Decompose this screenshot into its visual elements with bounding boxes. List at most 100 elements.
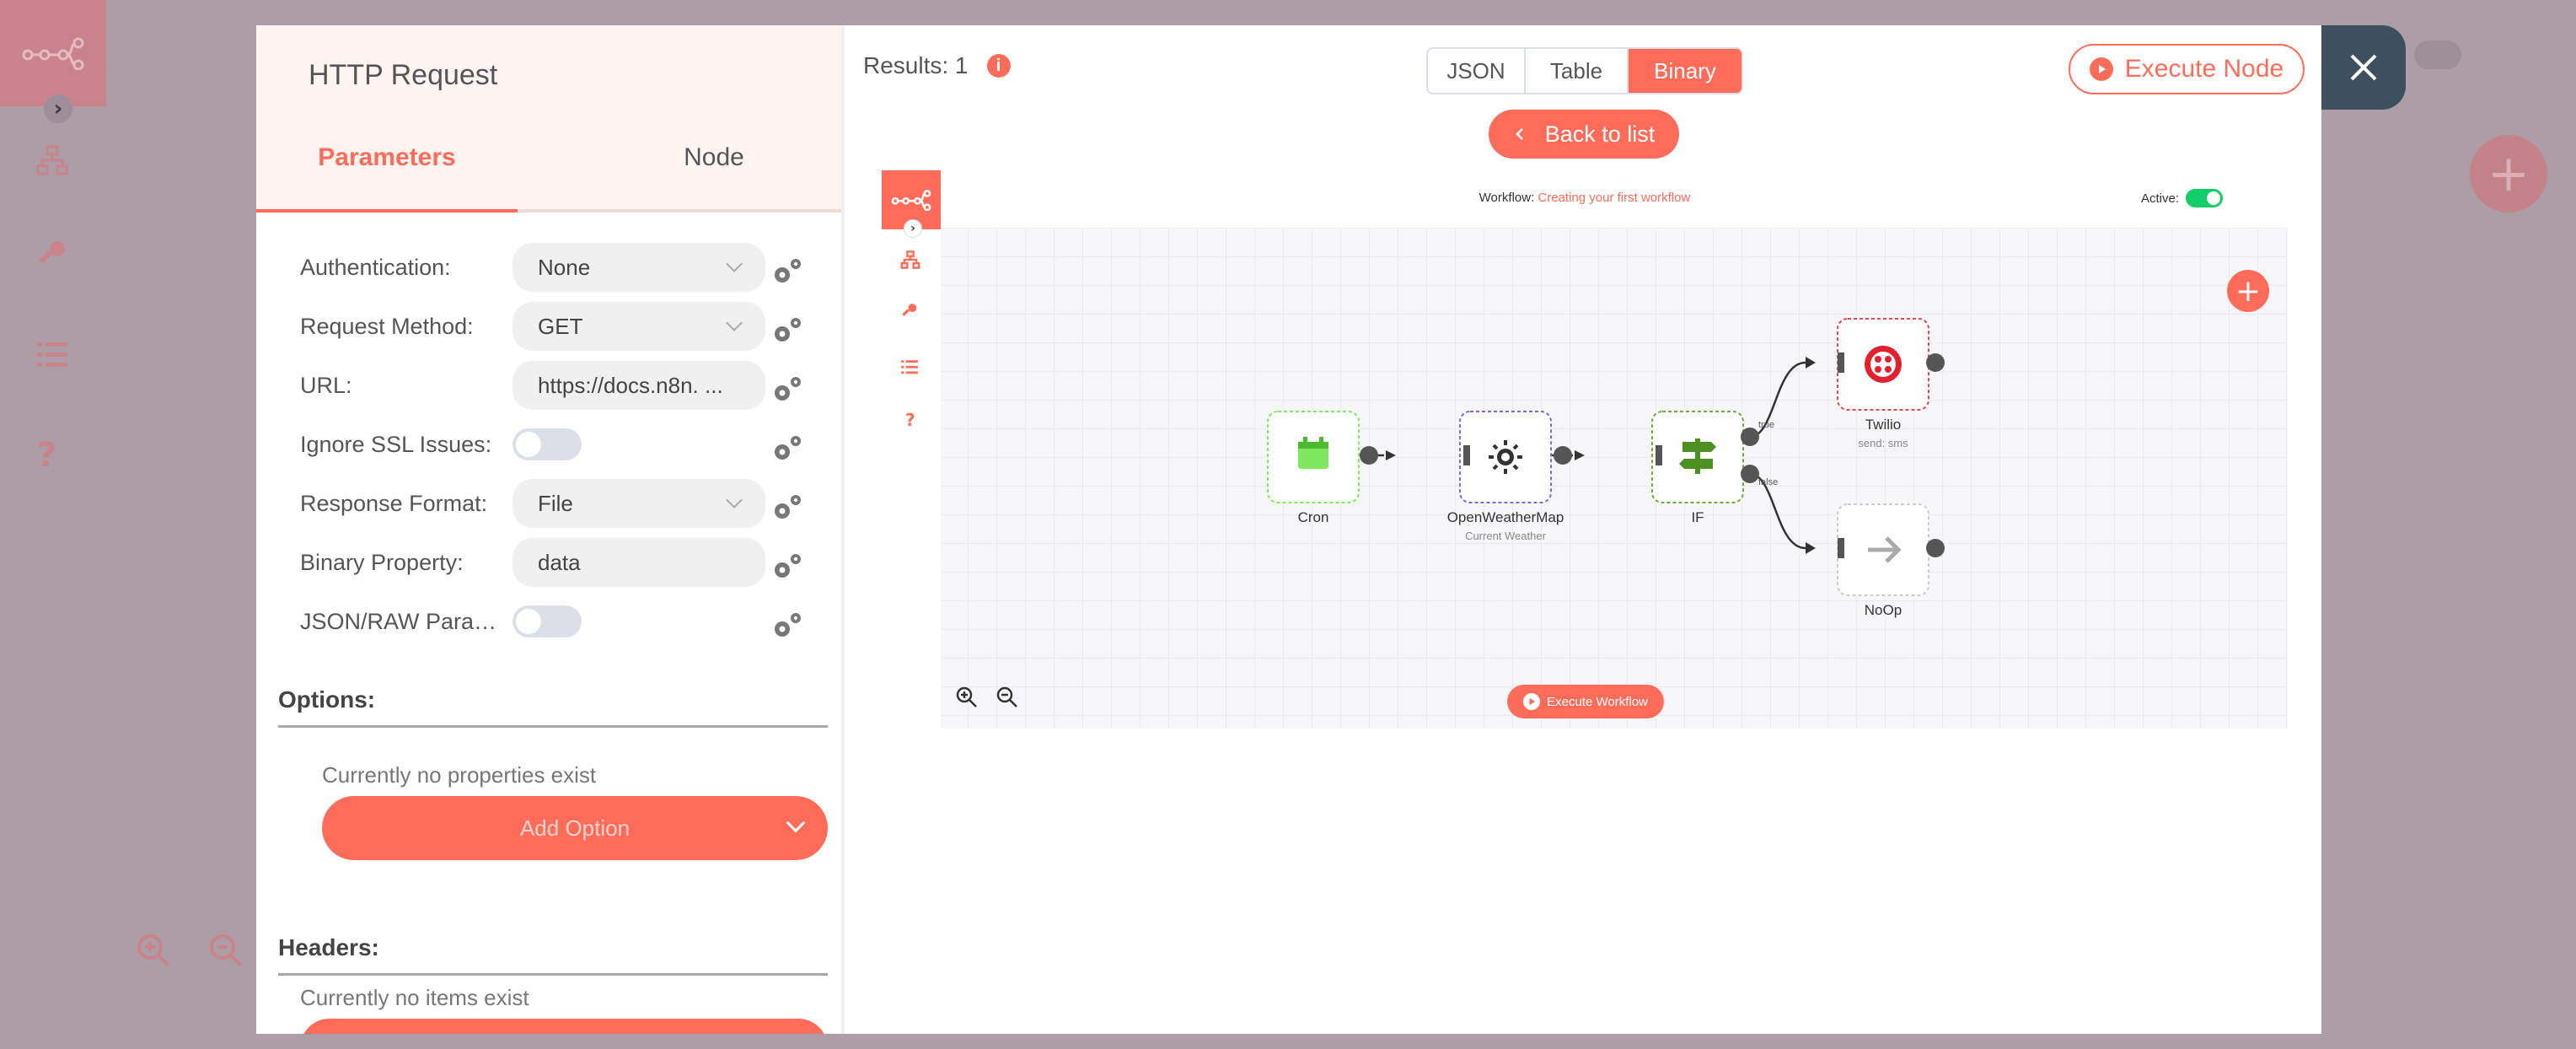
help-icon[interactable]: ? bbox=[37, 436, 57, 475]
arrow-head bbox=[1575, 450, 1585, 460]
param-request-method: Request Method: GET bbox=[300, 302, 806, 351]
n8n-logo-icon bbox=[882, 170, 941, 229]
add-option-button[interactable]: Add Option bbox=[322, 796, 828, 860]
node-label-cron: Cron bbox=[1297, 509, 1329, 525]
gear-icon[interactable] bbox=[770, 255, 804, 288]
headers-empty-text: Currently no items exist bbox=[300, 985, 529, 1010]
executions-list-icon[interactable] bbox=[35, 337, 69, 377]
options-empty-text: Currently no properties exist bbox=[322, 762, 597, 788]
preview-header bbox=[941, 170, 2288, 228]
add-header-button[interactable] bbox=[300, 1019, 828, 1034]
zoom-in-icon[interactable] bbox=[135, 932, 172, 969]
chevron-right-icon: › bbox=[904, 219, 922, 238]
edge-label-true: true bbox=[1758, 420, 1774, 430]
gear-icon[interactable] bbox=[770, 432, 804, 465]
preview-add-node-icon: + bbox=[2227, 270, 2269, 312]
app-logo-icon bbox=[0, 0, 106, 106]
request-method-select[interactable]: GET bbox=[513, 302, 765, 351]
param-label: Ignore SSL Issues: bbox=[300, 431, 492, 457]
workflow-active-toggle[interactable] bbox=[2414, 40, 2461, 69]
input-handle bbox=[1838, 538, 1844, 558]
arrow-head bbox=[1806, 357, 1816, 368]
authentication-select[interactable]: None bbox=[513, 243, 765, 292]
gear-icon[interactable] bbox=[770, 373, 804, 406]
binary-property-input[interactable]: data bbox=[513, 538, 765, 587]
close-modal-button[interactable] bbox=[2321, 25, 2406, 110]
tab-json[interactable]: JSON bbox=[1428, 49, 1526, 93]
param-label: Request Method: bbox=[300, 313, 474, 339]
gear-icon[interactable] bbox=[770, 609, 804, 643]
preview-active-toggle bbox=[2186, 189, 2224, 207]
options-divider bbox=[278, 725, 828, 728]
twilio-icon bbox=[1865, 346, 1902, 383]
param-label: URL: bbox=[300, 372, 352, 398]
execute-node-button[interactable]: Execute Node bbox=[2069, 44, 2305, 94]
credentials-key-icon[interactable] bbox=[35, 238, 69, 277]
arrow-right-icon bbox=[1868, 536, 1902, 563]
preview-sidebar bbox=[882, 170, 941, 729]
param-label: Binary Property: bbox=[300, 549, 464, 575]
workflows-icon[interactable] bbox=[35, 143, 69, 183]
param-authentication: Authentication: None bbox=[300, 243, 806, 292]
back-to-list-button[interactable]: Back to list bbox=[1489, 110, 1679, 159]
executions-list-icon bbox=[900, 358, 919, 379]
add-node-button[interactable]: + bbox=[2470, 135, 2547, 212]
input-handle bbox=[1463, 445, 1470, 465]
json-raw-toggle[interactable] bbox=[513, 605, 582, 637]
node-sub-twilio: send: sms bbox=[1858, 437, 1908, 449]
tab-active-underline bbox=[256, 209, 518, 212]
url-input[interactable]: https://docs.n8n. ... bbox=[513, 361, 765, 410]
zoom-out-icon[interactable] bbox=[207, 932, 244, 969]
node-header: HTTP Request Parameters Node bbox=[256, 25, 841, 212]
output-handle bbox=[1554, 446, 1572, 465]
node-label-noop: NoOp bbox=[1864, 602, 1902, 618]
binary-image-preview[interactable]: › ? Workflow: Creating your first workfl… bbox=[882, 170, 2288, 729]
arrow-head bbox=[1806, 542, 1816, 554]
headers-divider bbox=[278, 973, 828, 976]
chevron-down-icon bbox=[786, 813, 806, 833]
credentials-key-icon bbox=[900, 302, 919, 323]
preview-connections bbox=[1267, 318, 1945, 596]
response-format-select[interactable]: File bbox=[513, 479, 765, 528]
node-title[interactable]: HTTP Request bbox=[309, 59, 498, 91]
param-label: Authentication: bbox=[300, 254, 451, 280]
tab-node[interactable]: Node bbox=[684, 143, 744, 171]
play-icon bbox=[1523, 693, 1541, 710]
gear-icon[interactable] bbox=[770, 491, 804, 524]
tab-table[interactable]: Table bbox=[1526, 49, 1629, 93]
zoom-in-icon bbox=[956, 686, 977, 707]
gear-icon[interactable] bbox=[770, 314, 804, 347]
tab-parameters[interactable]: Parameters bbox=[318, 143, 456, 171]
info-icon[interactable]: i bbox=[986, 54, 1011, 78]
edge-label-false: false bbox=[1758, 477, 1779, 487]
sidebar-expand-icon[interactable]: › bbox=[44, 94, 72, 123]
output-handle bbox=[1360, 446, 1378, 465]
input-handle bbox=[1656, 445, 1662, 465]
arrow-head bbox=[1386, 450, 1396, 460]
node-details-modal: HTTP Request Parameters Node Authenticat… bbox=[256, 25, 2321, 1034]
tab-binary[interactable]: Binary bbox=[1629, 49, 1741, 93]
ignore-ssl-toggle[interactable] bbox=[513, 428, 582, 460]
output-handle bbox=[1926, 353, 1945, 372]
param-label: Response Format: bbox=[300, 490, 488, 516]
output-handle bbox=[1926, 539, 1945, 557]
sun-icon bbox=[1489, 440, 1522, 474]
param-label: JSON/RAW Parame... bbox=[300, 608, 513, 634]
preview-active-status: Active: bbox=[2141, 189, 2224, 207]
chevron-left-icon bbox=[1515, 128, 1523, 140]
param-url: URL: https://docs.n8n. ... bbox=[300, 361, 806, 410]
param-ignore-ssl: Ignore SSL Issues: bbox=[300, 420, 806, 469]
gear-icon[interactable] bbox=[770, 550, 804, 584]
node-label-openweathermap: OpenWeatherMap bbox=[1446, 509, 1564, 525]
preview-execute-workflow: Execute Workflow bbox=[1507, 685, 1664, 718]
results-count: Results: 1 i bbox=[863, 52, 1011, 79]
close-icon bbox=[2350, 54, 2377, 81]
view-mode-tabs: JSON Table Binary bbox=[1426, 47, 1743, 94]
output-handle bbox=[1741, 465, 1759, 483]
workflows-icon bbox=[900, 250, 920, 272]
headers-title: Headers: bbox=[278, 934, 379, 960]
output-handle bbox=[1741, 428, 1759, 446]
signpost-icon bbox=[1679, 438, 1716, 474]
options-title: Options: bbox=[278, 686, 376, 713]
play-icon bbox=[2089, 57, 2113, 81]
